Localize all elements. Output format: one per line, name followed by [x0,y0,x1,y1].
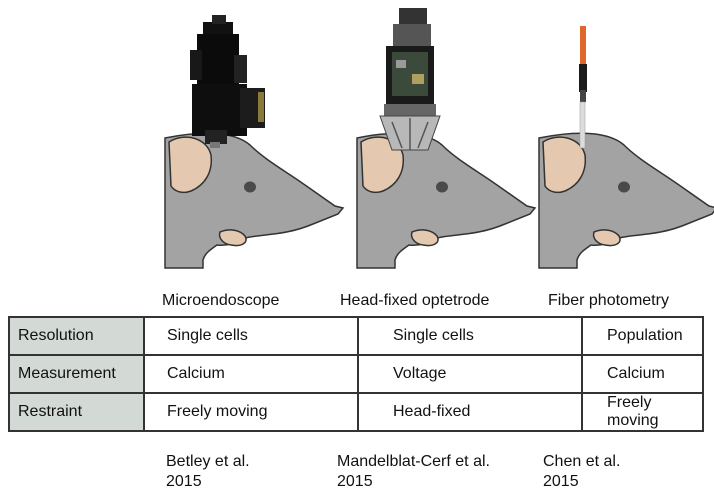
table-row-measurement: Measurement Calcium Voltage Calcium [8,354,704,394]
table-row-resolution: Resolution Single cells Single cells Pop… [8,316,704,356]
mouse-illustration-1 [164,132,344,269]
table-cell: Population [581,316,704,356]
column-title-fiber-photometry: Fiber photometry [548,292,669,309]
optetrode-headstage-icon [379,8,441,151]
table-row-restraint: Restraint Freely moving Head-fixed Freel… [8,392,704,432]
row-header: Measurement [8,354,145,394]
column-title-microendoscope: Microendoscope [162,292,280,309]
citation-year: 2015 [543,473,579,490]
table-cell: Single cells [143,316,359,356]
table-cell: Calcium [581,354,704,394]
mouse-illustration-2 [356,132,536,269]
row-header: Restraint [8,392,145,432]
table-cell: Voltage [357,354,583,394]
reference-citation-2: Mandelblat-Cerf et al. 2015 [337,452,490,492]
microendoscope-camera-icon [190,15,265,148]
citation-authors: Betley et al. [166,453,250,470]
table-cell: Head-fixed [357,392,583,432]
illustration-panel [164,8,714,269]
fiber-photometry-cannula-icon [579,26,587,149]
reference-citation-1: Betley et al. 2015 [166,452,250,492]
citation-authors: Mandelblat-Cerf et al. [337,453,490,470]
row-header: Resolution [8,316,145,356]
comparison-table: Resolution Single cells Single cells Pop… [8,316,704,432]
mouse-illustration-3 [538,132,714,269]
table-cell: Freely moving [143,392,359,432]
citation-year: 2015 [166,473,202,490]
reference-citation-3: Chen et al. 2015 [543,452,620,492]
table-cell: Single cells [357,316,583,356]
table-cell: Freely moving [581,392,704,432]
table-cell: Calcium [143,354,359,394]
citation-authors: Chen et al. [543,453,621,470]
column-title-head-fixed-optetrode: Head-fixed optetrode [340,292,490,309]
citation-year: 2015 [337,473,373,490]
